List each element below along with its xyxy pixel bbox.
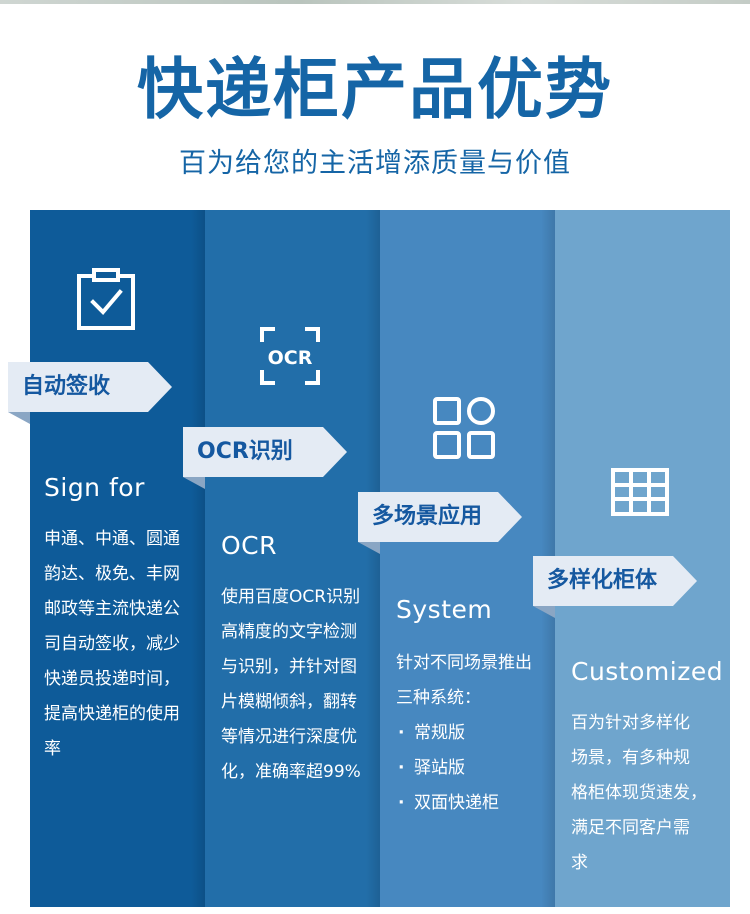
feature-column-system: System 针对不同场景推出 三种系统： 常规版 驿站版 双面快递柜 xyxy=(380,210,555,907)
feature-heading: Customized xyxy=(571,657,724,686)
system-version-list: 常规版 驿站版 双面快递柜 xyxy=(396,716,546,821)
description-line: 快递员投递时间， xyxy=(44,669,180,689)
description-line: 三种系统： xyxy=(396,688,481,708)
page-subtitle: 百为给您的主活增添质量与价值 xyxy=(179,148,571,179)
tag-fold-shadow xyxy=(533,606,555,618)
feature-heading: System xyxy=(396,595,493,624)
description-line: 提高快递柜的使用 xyxy=(44,704,180,724)
feature-tag-system: 多场景应用 xyxy=(358,492,522,542)
feature-description: 使用百度OCR识别 高精度的文字检测 与识别，并针对图 片模糊倾斜，翻转 等情况… xyxy=(221,580,371,790)
description-line: 求 xyxy=(571,853,588,873)
description-line: 使用百度OCR识别 xyxy=(221,587,361,607)
description-line: 片模糊倾斜，翻转 xyxy=(221,692,357,712)
description-line: 高精度的文字检测 xyxy=(221,622,357,642)
list-item: 常规版 xyxy=(396,716,546,751)
feature-tag-ocr: OCR识别 xyxy=(183,427,347,477)
feature-description: 百为针对多样化 场景，有多种规 格柜体现货速发， 满足不同客户需 求 xyxy=(571,706,721,881)
description-line: 等情况进行深度优 xyxy=(221,727,357,747)
tag-fold-shadow xyxy=(8,412,30,424)
page-title: 快递柜产品优势 xyxy=(137,51,613,128)
description-line: 百为针对多样化 xyxy=(571,713,690,733)
top-image-strip xyxy=(0,0,750,4)
feature-description: 针对不同场景推出 三种系统： 常规版 驿站版 双面快递柜 xyxy=(396,646,546,821)
clipboard-check-icon xyxy=(76,268,136,332)
description-line: 针对不同场景推出 xyxy=(396,653,532,673)
description-line: 司自动签收，减少 xyxy=(44,634,180,654)
feature-heading: Sign for xyxy=(44,473,145,502)
description-line: 率 xyxy=(44,739,61,759)
description-line: 格柜体现货速发， xyxy=(571,783,707,803)
list-item: 双面快递柜 xyxy=(396,786,546,821)
feature-column-ocr: OCR OCR 使用百度OCR识别 高精度的文字检测 与识别，并针对图 片模糊倾… xyxy=(205,210,380,907)
feature-column-sign-for: Sign for 申通、中通、圆通 韵达、极免、丰网 邮政等主流快递公 司自动签… xyxy=(30,210,205,907)
locker-grid-icon xyxy=(611,468,669,516)
description-line: 场景，有多种规 xyxy=(571,748,690,768)
feature-description: 申通、中通、圆通 韵达、极免、丰网 邮政等主流快递公 司自动签收，减少 快递员投… xyxy=(44,522,194,767)
description-line: 申通、中通、圆通 xyxy=(44,529,180,549)
tag-fold-shadow xyxy=(183,477,205,489)
description-line: 与识别，并针对图 xyxy=(221,657,357,677)
description-line: 化，准确率超99% xyxy=(221,762,361,782)
ocr-icon-label: OCR xyxy=(268,347,313,369)
feature-tag-customized: 多样化柜体 xyxy=(533,556,697,606)
apps-grid-icon xyxy=(432,396,496,460)
list-item: 驿站版 xyxy=(396,751,546,786)
description-line: 韵达、极免、丰网 xyxy=(44,564,180,584)
feature-tag-sign-for: 自动签收 xyxy=(8,362,172,412)
ocr-scan-icon: OCR xyxy=(259,326,321,386)
feature-heading: OCR xyxy=(221,531,278,560)
tag-fold-shadow xyxy=(358,542,380,554)
description-line: 满足不同客户需 xyxy=(571,818,690,838)
description-line: 邮政等主流快递公 xyxy=(44,599,180,619)
